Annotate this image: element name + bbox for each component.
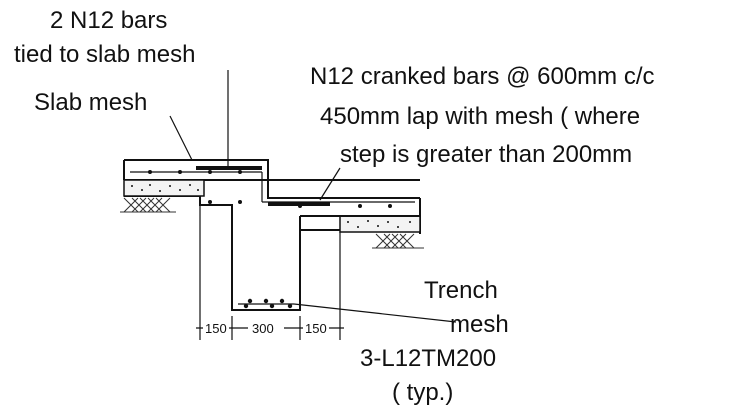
dimension-right: 150	[305, 321, 327, 336]
fill-speckle	[131, 184, 411, 228]
dim-bg-left	[203, 320, 229, 336]
label-trench-line2: mesh	[450, 311, 509, 338]
label-trench-line1: Trench	[424, 277, 498, 304]
leader-trench-mesh	[293, 303, 457, 323]
dim-bg-middle	[248, 320, 284, 336]
label-cranked-line1: N12 cranked bars @ 600mm c/c	[310, 63, 655, 90]
rebar-dots	[148, 170, 392, 309]
fill-layer-left	[123, 179, 205, 197]
ground-hatch-left	[120, 197, 176, 213]
dimension-middle: 300	[252, 321, 274, 336]
label-tie-bars-line2: tied to slab mesh	[14, 41, 195, 68]
dimension-marks	[196, 205, 344, 340]
label-slab-mesh: Slab mesh	[34, 89, 147, 116]
dim-bg-right	[303, 320, 329, 336]
fill-layer-right	[339, 215, 421, 233]
label-trench-line4: ( typ.)	[392, 379, 453, 406]
ground-hatch-right	[372, 233, 424, 249]
leader-slab-mesh	[169, 115, 193, 161]
label-tie-bars-line1: 2 N12 bars	[50, 7, 167, 34]
label-cranked-line3: step is greater than 200mm	[340, 141, 632, 168]
concrete-outline	[123, 159, 421, 311]
dimension-left: 150	[205, 321, 227, 336]
label-cranked-line2: 450mm lap with mesh ( where	[320, 103, 640, 130]
leader-cranked-bars	[319, 167, 341, 201]
label-trench-line3: 3-L12TM200	[360, 345, 496, 372]
